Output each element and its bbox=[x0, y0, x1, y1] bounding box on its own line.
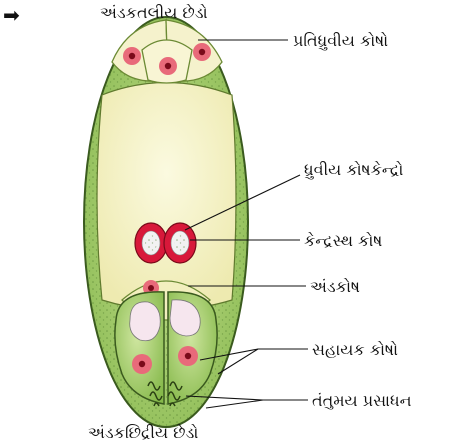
arrow-icon: ➡ bbox=[3, 3, 20, 27]
label-egg-cell: અંડકોષ bbox=[310, 277, 360, 296]
label-central-cell: કેન્દ્રસ્થ કોષ bbox=[304, 231, 382, 250]
label-chalazal-end: અંડકતલીય છેડો bbox=[100, 3, 208, 22]
label-antipodal-cells: પ્રતિધ્રુવીય કોષો bbox=[293, 31, 388, 51]
label-filiform-apparatus: તંતુમય પ્રસાધન bbox=[312, 391, 412, 410]
label-micropylar-end: અંડકછિદ્રીય છેડો bbox=[88, 423, 198, 442]
antipodal-cells bbox=[112, 20, 222, 83]
central-cell-area bbox=[97, 83, 236, 311]
label-synergids: સહાયક કોષો bbox=[312, 340, 398, 359]
label-polar-nuclei: ધ્રુવીય કોષકેન્દ્રો bbox=[304, 160, 403, 180]
